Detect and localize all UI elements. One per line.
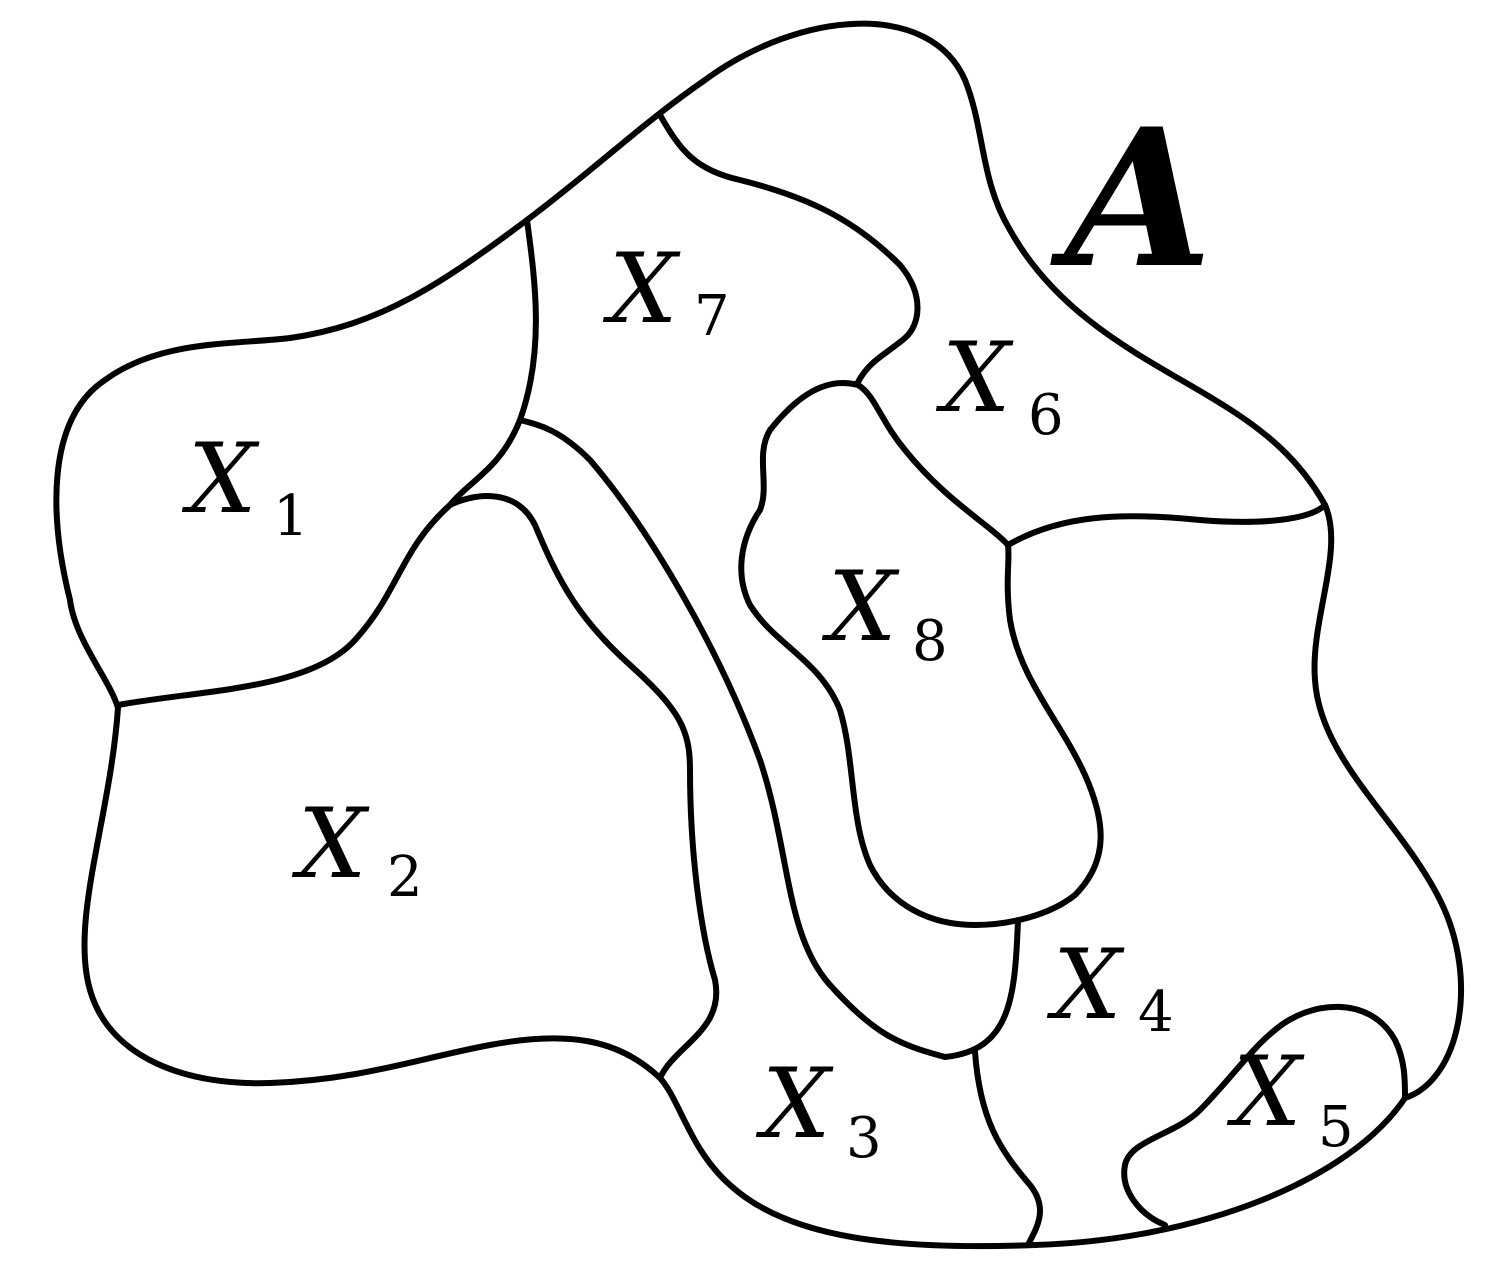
region-letter: X xyxy=(755,1048,834,1160)
border-x3-x4 xyxy=(942,917,1021,1060)
border-x7-x3 xyxy=(517,417,948,1060)
border-x1-x2 xyxy=(115,502,453,708)
set-label-a: A xyxy=(1050,87,1212,310)
region-subscript: 3 xyxy=(846,1106,882,1171)
region-label-x7: X 7 xyxy=(602,233,730,349)
region-letter: X xyxy=(1046,929,1125,1041)
region-letter: X xyxy=(935,322,1014,434)
border-x2-x3 xyxy=(447,493,720,1081)
region-label-x8: X 8 xyxy=(821,551,948,674)
outer-boundary xyxy=(53,20,1465,1250)
region-label-x4: X 4 xyxy=(1046,929,1174,1045)
region-label-x6: X 6 xyxy=(935,322,1064,448)
region-label-x5: X 5 xyxy=(1226,1036,1354,1160)
border-x7-x6 xyxy=(657,112,921,385)
region-letter: X xyxy=(602,233,681,345)
region-subscript: 8 xyxy=(912,609,948,674)
region-subscript: 7 xyxy=(694,284,730,349)
border-x3-x4-lower xyxy=(972,1049,1043,1248)
region-label-x3: X 3 xyxy=(755,1048,882,1171)
border-x1-x7 xyxy=(447,217,539,508)
region-label-x2: X 2 xyxy=(291,788,423,910)
region-letter: X xyxy=(181,423,260,535)
region-subscript: 2 xyxy=(387,845,423,910)
region-letter: X xyxy=(291,788,370,900)
region-subscript: 5 xyxy=(1318,1095,1354,1160)
region-subscript: 4 xyxy=(1138,980,1174,1045)
region-subscript: 6 xyxy=(1028,383,1064,448)
border-x5 xyxy=(1121,1003,1408,1228)
region-label-x1: X 1 xyxy=(181,423,309,549)
border-x6-x4 xyxy=(1005,502,1328,548)
region-letter: X xyxy=(821,551,900,663)
region-letter: X xyxy=(1226,1036,1305,1148)
region-subscript: 1 xyxy=(273,484,309,549)
